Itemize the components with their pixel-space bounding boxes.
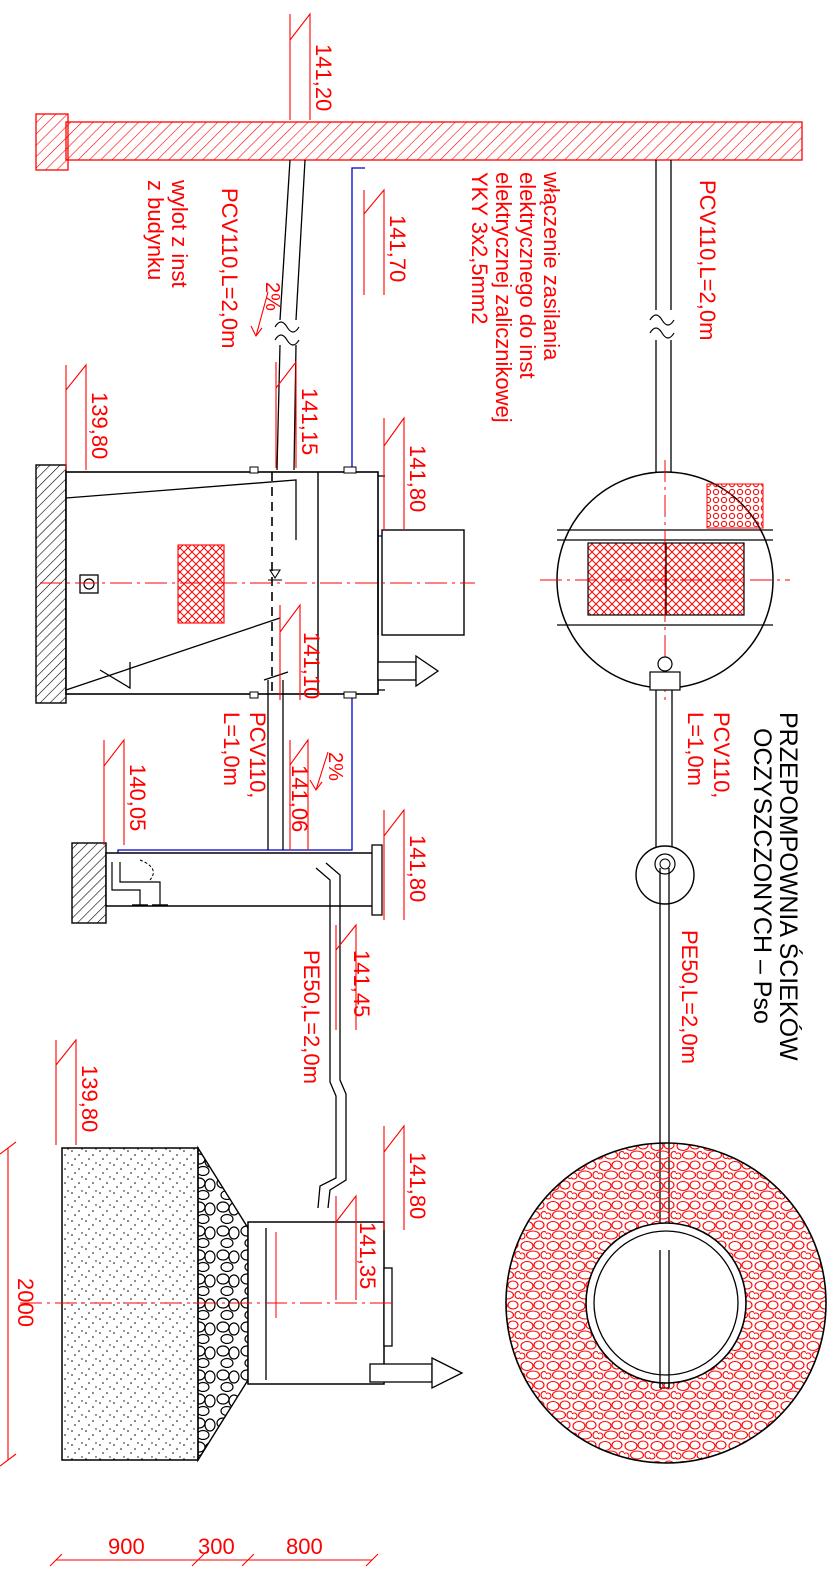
dimension-300: 300	[198, 1534, 235, 1559]
label-slope-1: 2%	[261, 282, 283, 311]
label-pipe-mid-1: PCV110,	[245, 712, 270, 799]
label-plan-pipe-1: PCV110,	[709, 712, 734, 799]
valve-chamber-plan-circle	[635, 845, 695, 905]
elevation-139-80-a: 139,80	[87, 392, 112, 460]
building-wall-section	[35, 113, 803, 171]
label-outlet-line-2: z budynku	[143, 180, 168, 281]
elevation-141-45: 141,45	[349, 950, 374, 1018]
elevation-141-80-c: 141,80	[405, 1152, 430, 1220]
label-pipe-inlet: PCV110,L=2,0m	[217, 188, 242, 349]
elevation-141-15: 141,15	[297, 388, 322, 456]
infiltration-gravel	[61, 1147, 199, 1461]
label-electric-line-1: włączenie zasilania	[539, 172, 564, 361]
label-plan-pipe-2: L=1,0m	[683, 712, 708, 786]
title-line-2: OCZYSZCZONYCH – Pso	[748, 728, 776, 1024]
dimension-900: 900	[108, 1534, 145, 1559]
elevation-141-80-b: 141,80	[405, 835, 430, 903]
elevation-141-10: 141,10	[299, 632, 324, 700]
elevation-141-70: 141,70	[385, 215, 410, 283]
label-electric-line-2: elektrycznego do inst	[515, 172, 540, 379]
label-section-pe50: PE50,L=2,0m	[299, 950, 324, 1084]
elevation-141-20: 141,20	[311, 44, 336, 112]
label-pipe-top-plan: PCV110,L=2,0m	[695, 180, 720, 341]
elevation-139-80-b: 139,80	[77, 1065, 102, 1133]
elevation-140-05: 140,05	[125, 764, 150, 832]
elevation-markers	[55, 12, 405, 1300]
label-pipe-mid-2: L=1,0m	[219, 712, 244, 786]
label-outlet-line-1: wylot z inst	[167, 180, 192, 288]
elevation-141-80-a: 141,80	[405, 445, 430, 513]
title-line-1: PRZEPOMPOWNIA ŚCIEKÓW	[774, 712, 802, 1061]
section-view	[20, 159, 475, 1463]
dimension-800: 800	[286, 1534, 323, 1559]
label-electric-line-4: YKY 3x2,5mm2	[467, 172, 492, 325]
dimension-total: 2000	[13, 1278, 38, 1327]
elevation-141-06: 141,06	[287, 765, 312, 833]
plan-view	[505, 160, 827, 1464]
dimension-lines	[0, 1141, 379, 1567]
elevation-141-35: 141,35	[355, 1222, 380, 1290]
label-slope-2: 2%	[324, 752, 346, 781]
label-electric-line-3: elektrycznej zalicznikowej	[491, 172, 516, 423]
label-plan-pe50: PE50,L=2,0m	[677, 930, 702, 1064]
